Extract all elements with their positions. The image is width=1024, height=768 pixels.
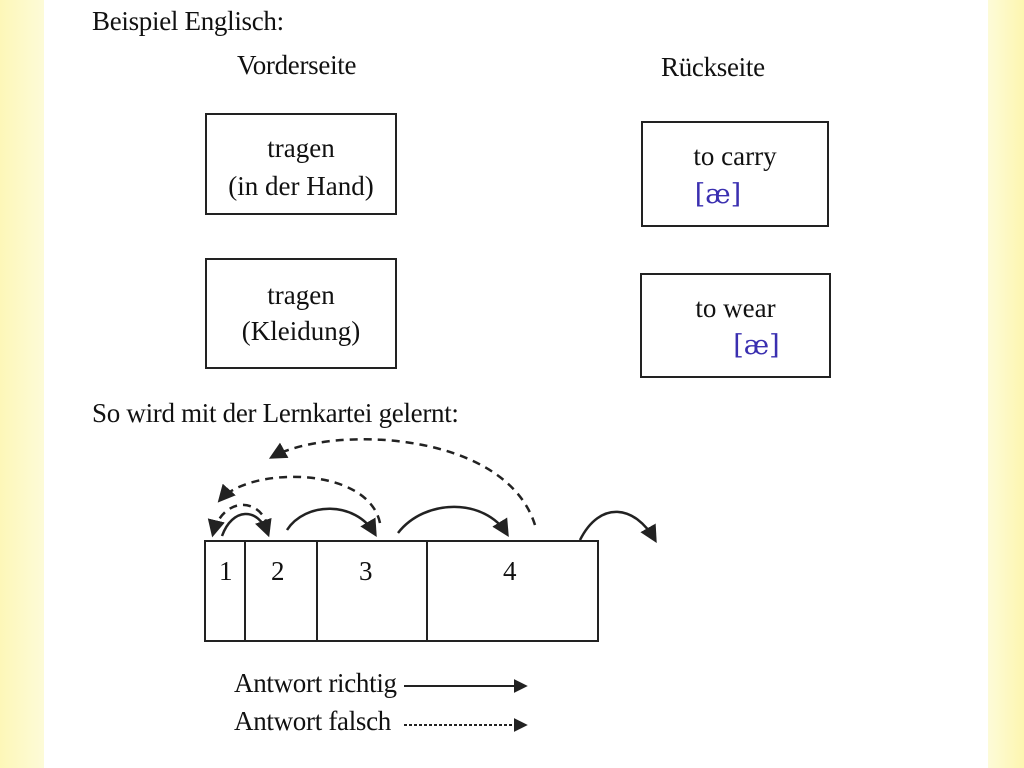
card-translation: to wear [695,293,776,323]
card-box-outline [204,540,599,642]
arrow-correct-1-2 [220,512,272,538]
arrow-correct-out [578,510,657,544]
compartment-number-4: 4 [503,556,517,586]
legend-correct-label: Antwort richtig [234,668,397,698]
card-phonetic: [æ] [694,179,742,210]
correct-arrows [220,505,657,544]
arrow-wrong-4-1 [268,438,537,526]
card-note: (Kleidung) [241,316,361,346]
wrong-arrows [207,438,537,538]
page-title: Beispiel Englisch: [92,6,284,36]
compartment-number-3: 3 [359,556,373,586]
card-phonetic: [æ] [733,330,780,361]
flashcard-back-2: to wear [æ] [640,273,831,378]
card-translation: to carry [693,141,777,171]
card-word: tragen [267,280,335,310]
compartment-number-1: 1 [219,556,233,586]
flashcard-back-1: to carry [æ] [641,121,829,227]
flashcard-front-2: tragen (Kleidung) [205,258,397,369]
arrow-correct-2-3 [285,507,377,538]
compartment-number-2: 2 [271,556,285,586]
card-word: tragen [267,133,335,163]
front-side-label: Vorderseite [237,50,357,80]
legend-wrong-label: Antwort falsch [234,706,392,736]
card-box [204,540,599,642]
arrow-wrong-3-1 [217,475,382,524]
back-side-label: Rückseite [661,52,765,82]
flashcard-front-1: tragen (in der Hand) [205,113,397,215]
arrow-correct-3-4 [397,505,509,537]
legend-lines [404,679,528,732]
process-title: So wird mit der Lernkartei gelernt: [92,398,459,428]
card-note: (in der Hand) [228,171,374,201]
